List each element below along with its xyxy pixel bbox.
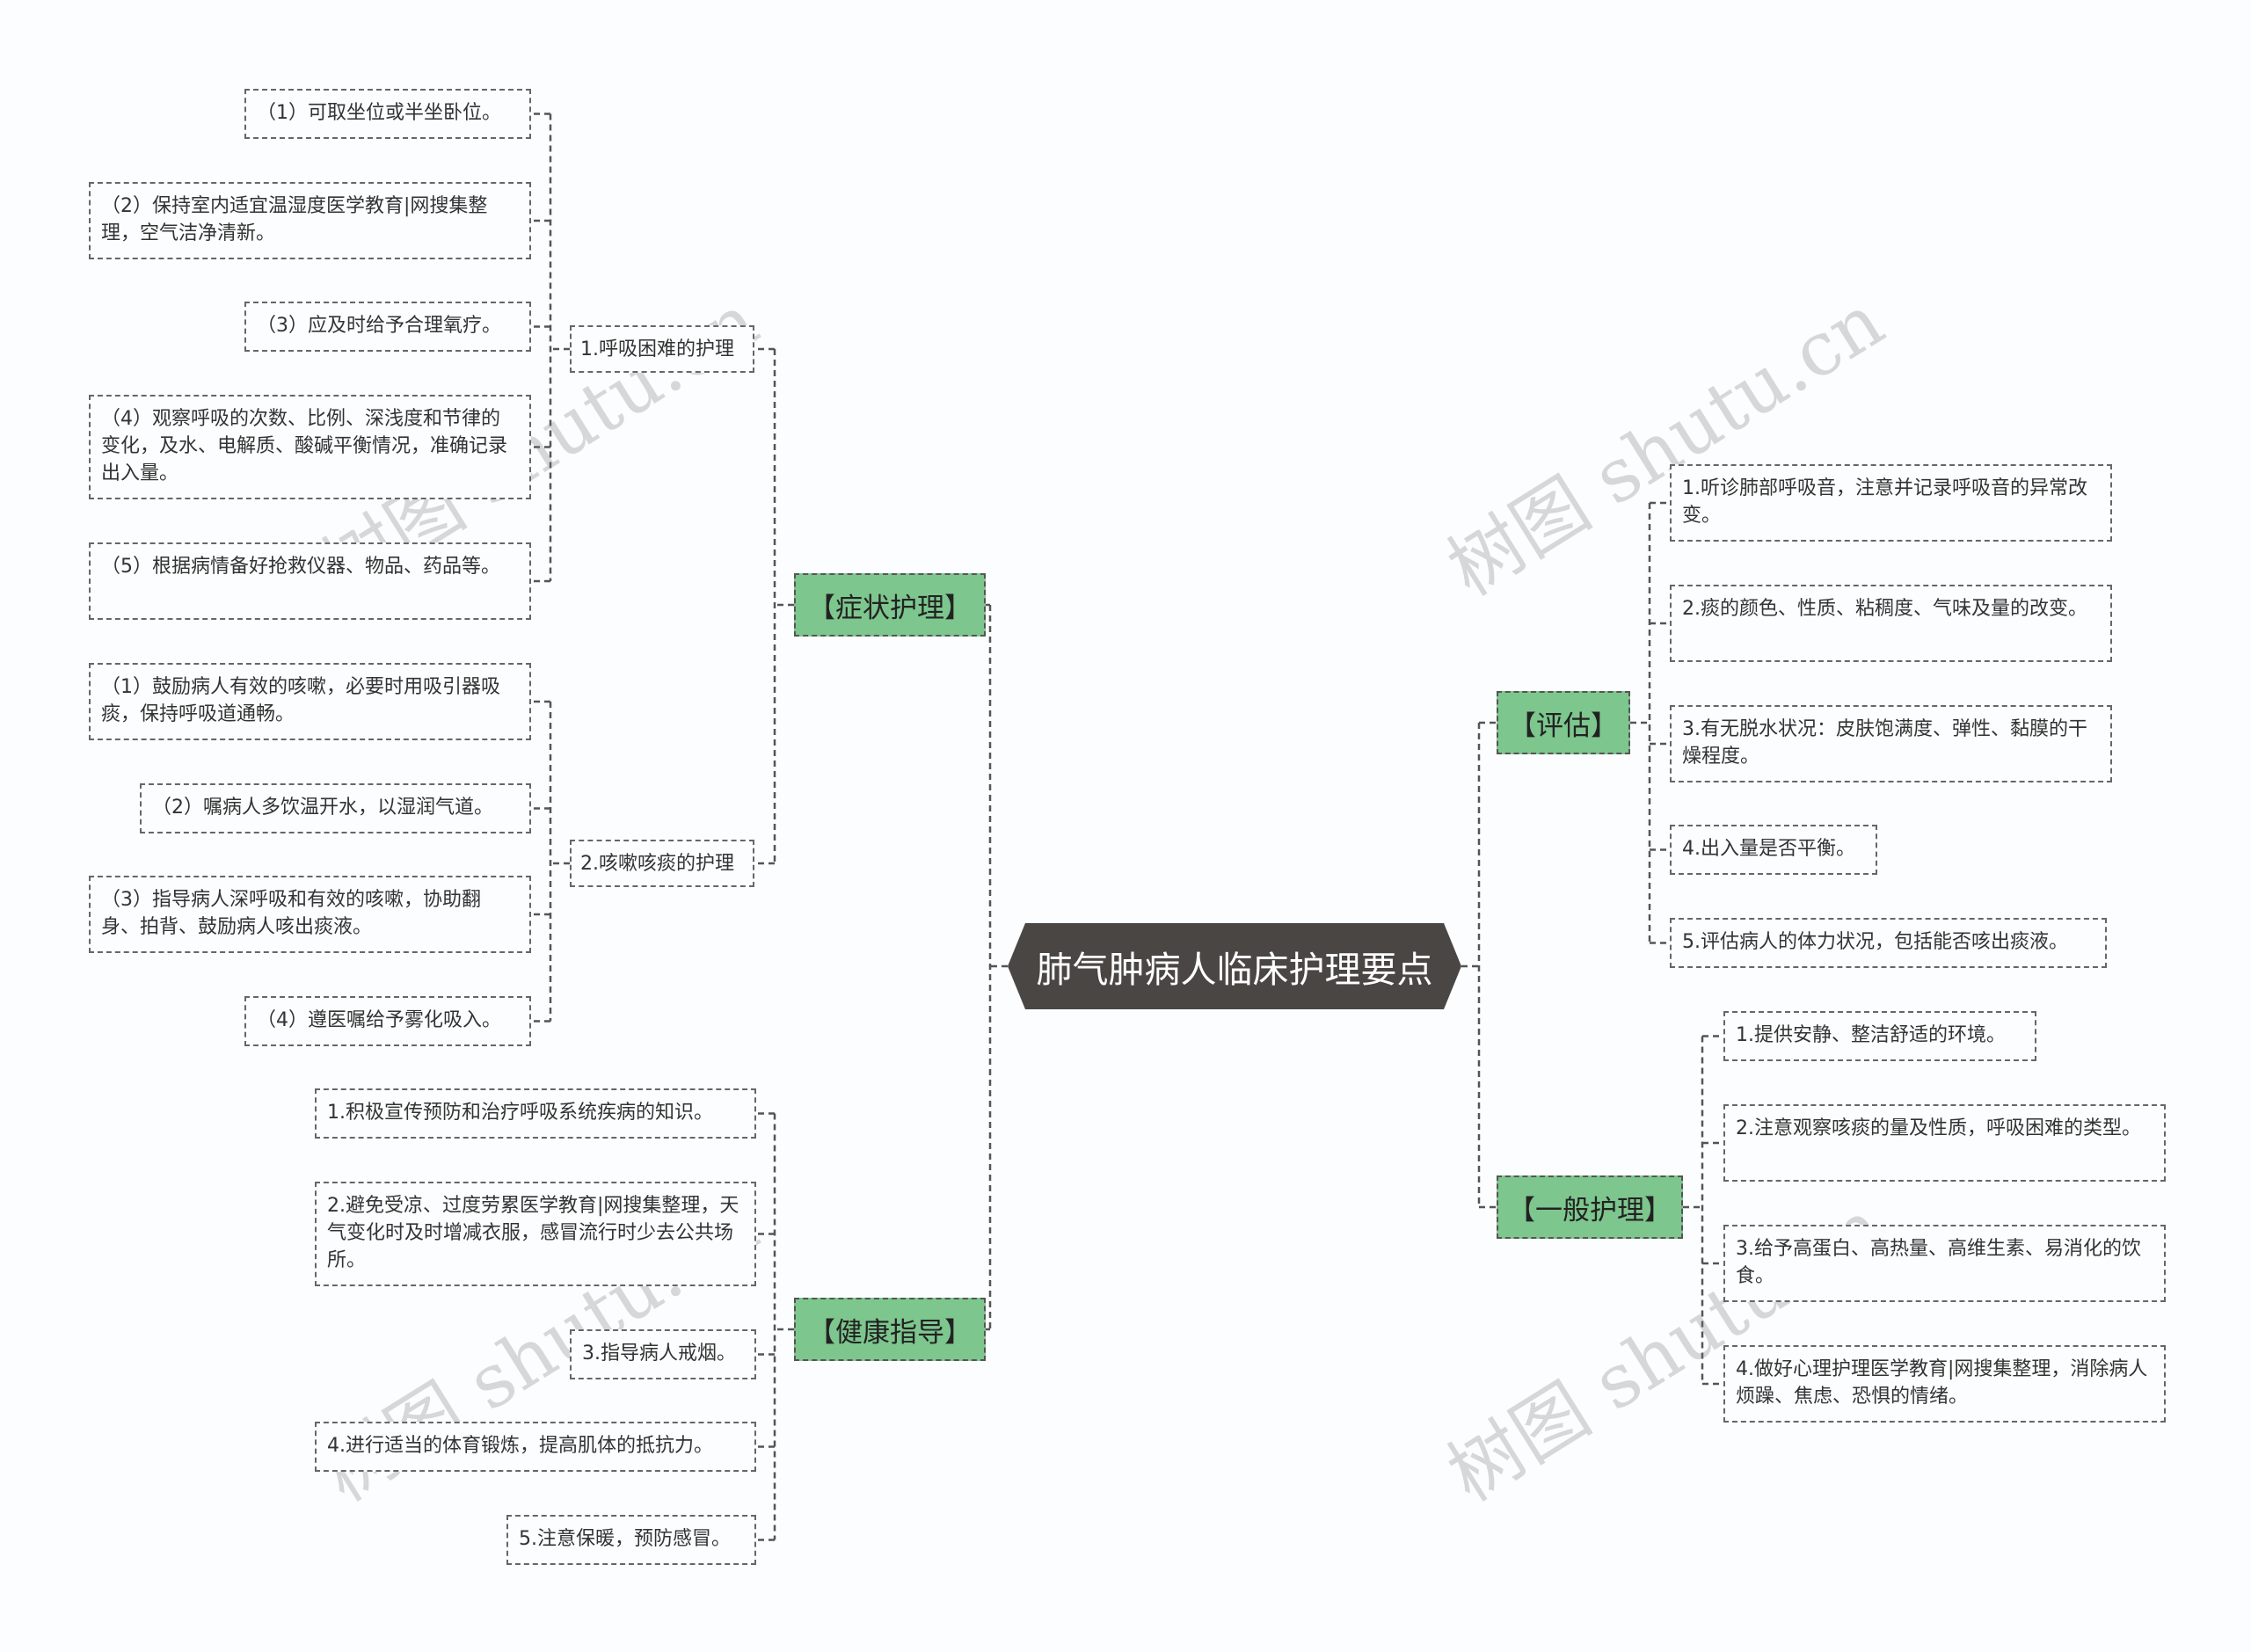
leaf-general-1[interactable]: 1.提供安静、整洁舒适的环境。 bbox=[1723, 1011, 2036, 1061]
leaf-health-4[interactable]: 4.进行适当的体育锻炼，提高肌体的抵抗力。 bbox=[315, 1422, 756, 1472]
branch-health-guidance[interactable]: 【健康指导】 bbox=[794, 1298, 986, 1361]
leaf-assess-1[interactable]: 1.听诊肺部呼吸音，注意并记录呼吸音的异常改变。 bbox=[1670, 464, 2112, 542]
subbranch-dyspnea-care[interactable]: 1.呼吸困难的护理 bbox=[570, 325, 754, 373]
leaf-cough-1[interactable]: （1）鼓励病人有效的咳嗽，必要时用吸引器吸痰，保持呼吸道通畅。 bbox=[89, 663, 531, 740]
leaf-dyspnea-4[interactable]: （4）观察呼吸的次数、比例、深浅度和节律的变化，及水、电解质、酸碱平衡情况，准确… bbox=[89, 395, 531, 499]
branch-assessment[interactable]: 【评估】 bbox=[1497, 691, 1630, 754]
leaf-health-3[interactable]: 3.指导病人戒烟。 bbox=[570, 1329, 756, 1379]
central-topic-label: 肺气肿病人临床护理要点 bbox=[1036, 949, 1433, 991]
leaf-cough-4[interactable]: （4）遵医嘱给予雾化吸入。 bbox=[244, 996, 531, 1046]
leaf-assess-2[interactable]: 2.痰的颜色、性质、粘稠度、气味及量的改变。 bbox=[1670, 585, 2112, 662]
branch-general-nursing[interactable]: 【一般护理】 bbox=[1497, 1175, 1683, 1239]
subbranch-cough-sputum-care[interactable]: 2.咳嗽咳痰的护理 bbox=[570, 840, 754, 887]
leaf-general-3[interactable]: 3.给予高蛋白、高热量、高维生素、易消化的饮食。 bbox=[1723, 1225, 2166, 1302]
leaf-dyspnea-5[interactable]: （5）根据病情备好抢救仪器、物品、药品等。 bbox=[89, 542, 531, 620]
leaf-health-2[interactable]: 2.避免受凉、过度劳累医学教育|网搜集整理，天气变化时及时增减衣服，感冒流行时少… bbox=[315, 1182, 756, 1286]
leaf-dyspnea-1[interactable]: （1）可取坐位或半坐卧位。 bbox=[244, 89, 531, 139]
leaf-assess-3[interactable]: 3.有无脱水状况：皮肤饱满度、弹性、黏膜的干燥程度。 bbox=[1670, 705, 2112, 782]
central-topic-shape bbox=[1008, 923, 1461, 1009]
leaf-assess-5[interactable]: 5.评估病人的体力状况，包括能否咳出痰液。 bbox=[1670, 918, 2107, 968]
leaf-health-5[interactable]: 5.注意保暖，预防感冒。 bbox=[506, 1515, 756, 1565]
branch-symptom-nursing[interactable]: 【症状护理】 bbox=[794, 573, 986, 637]
leaf-assess-4[interactable]: 4.出入量是否平衡。 bbox=[1670, 825, 1877, 875]
leaf-dyspnea-3[interactable]: （3）应及时给予合理氧疗。 bbox=[244, 302, 531, 352]
leaf-general-4[interactable]: 4.做好心理护理医学教育|网搜集整理，消除病人烦躁、焦虑、恐惧的情绪。 bbox=[1723, 1345, 2166, 1423]
leaf-health-1[interactable]: 1.积极宣传预防和治疗呼吸系统疾病的知识。 bbox=[315, 1088, 756, 1139]
leaf-dyspnea-2[interactable]: （2）保持室内适宜温湿度医学教育|网搜集整理，空气洁净清新。 bbox=[89, 182, 531, 259]
leaf-cough-2[interactable]: （2）嘱病人多饮温开水，以湿润气道。 bbox=[140, 783, 531, 833]
central-topic[interactable]: 肺气肿病人临床护理要点 bbox=[1008, 923, 1461, 1009]
leaf-general-2[interactable]: 2.注意观察咳痰的量及性质，呼吸困难的类型。 bbox=[1723, 1104, 2166, 1182]
leaf-cough-3[interactable]: （3）指导病人深呼吸和有效的咳嗽，协助翻身、拍背、鼓励病人咳出痰液。 bbox=[89, 876, 531, 953]
